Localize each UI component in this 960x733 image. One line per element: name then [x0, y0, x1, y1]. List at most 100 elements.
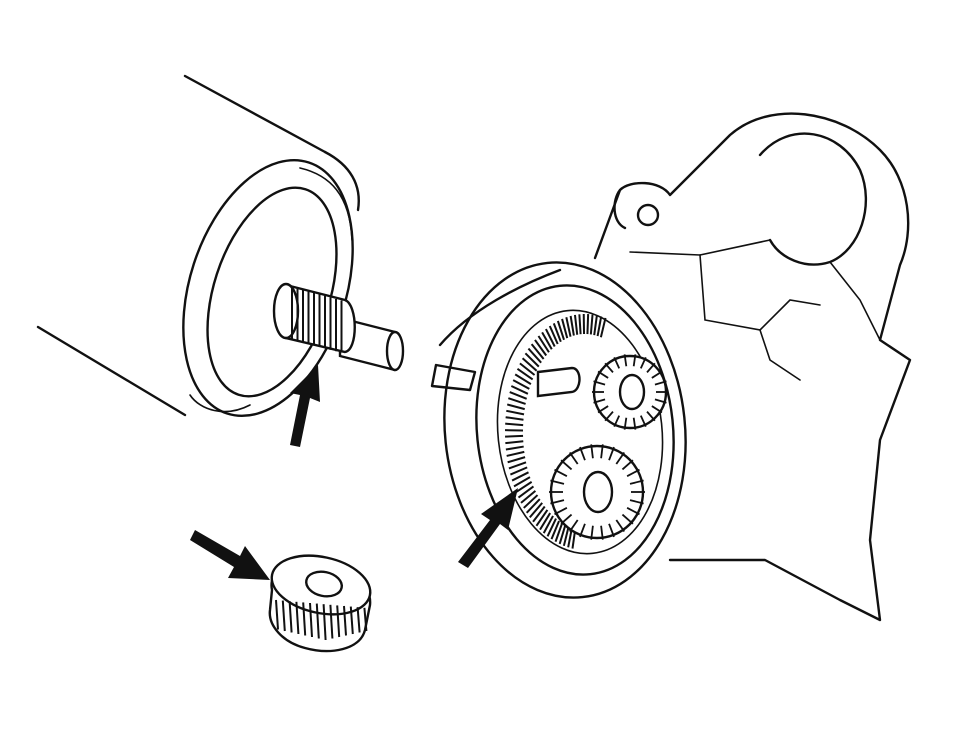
gear-tooth — [512, 379, 530, 390]
gear-tooth — [573, 314, 579, 335]
gear-tooth — [295, 601, 300, 635]
gear-tooth — [349, 606, 354, 635]
gear-tooth — [608, 523, 615, 538]
gear-tooth — [537, 335, 550, 353]
gear-tooth — [548, 325, 559, 345]
gear-tooth — [556, 320, 565, 341]
gear-tooth — [506, 403, 525, 411]
gear-tooth — [506, 450, 525, 457]
gear-tooth — [586, 314, 590, 335]
gear-tooth — [590, 525, 594, 540]
gear-tooth — [511, 471, 529, 482]
gear-tooth — [343, 605, 347, 636]
gear-tooth — [560, 459, 573, 471]
gear-tooth — [593, 398, 606, 404]
gear-tooth — [654, 380, 667, 386]
gear-tooth — [568, 451, 579, 465]
gear-tooth — [505, 422, 524, 427]
gear-tooth — [639, 415, 647, 427]
gear-tooth — [552, 322, 562, 343]
gear-tooth — [621, 459, 634, 471]
gear-tooth — [629, 479, 644, 485]
gear-tooth — [608, 446, 615, 461]
planet-gears — [536, 354, 668, 540]
gear-tooth — [561, 318, 569, 339]
gear-tooth — [356, 607, 361, 633]
gear-tooth — [514, 373, 532, 385]
gear-tooth — [508, 397, 526, 405]
gear-tooth — [509, 466, 528, 476]
gear-tooth — [515, 481, 533, 493]
gear-tooth — [524, 352, 540, 368]
gear-tooth — [542, 515, 554, 534]
sun-gear — [268, 554, 372, 653]
gear-tooth — [639, 357, 647, 369]
gear-tooth — [565, 317, 572, 337]
gear-tooth — [579, 523, 586, 538]
arrow-to-shaft-spline — [290, 365, 320, 447]
planet-gear-lower — [549, 444, 645, 540]
gear-tooth — [550, 479, 565, 485]
gear-tooth — [517, 485, 535, 499]
gear-tooth — [275, 599, 279, 630]
gear-tooth — [568, 519, 579, 533]
gear-tooth — [525, 498, 541, 514]
gear-tooth — [615, 451, 626, 465]
gear-tooth — [597, 405, 609, 414]
gear-tooth — [646, 411, 656, 422]
gear-tooth — [550, 520, 560, 540]
gear-tooth — [509, 391, 528, 400]
gear-tooth — [520, 490, 537, 504]
ring-gear — [430, 261, 687, 599]
gear-tooth — [309, 602, 313, 638]
motor-armature-housing — [36, 74, 360, 418]
gear-tooth — [646, 362, 656, 373]
gear-tooth — [505, 445, 524, 451]
gear-tooth — [521, 357, 538, 372]
gear-tooth — [315, 603, 320, 639]
gear-tooth — [558, 524, 567, 545]
gear-tooth — [593, 380, 606, 386]
gear-tooth — [506, 409, 525, 416]
planet-gear-upper — [592, 354, 668, 430]
gear-tooth — [505, 440, 524, 445]
gear-tooth — [550, 499, 565, 505]
gear-tooth — [604, 411, 614, 422]
arrow-to-sun-gear — [190, 530, 270, 580]
gear-tooth — [623, 417, 628, 430]
gear-tooth — [621, 513, 634, 525]
gear-tooth — [535, 509, 549, 527]
gear-tooth — [534, 339, 548, 357]
gear-tooth — [532, 505, 546, 523]
gear-tooth — [519, 362, 536, 376]
gear-tooth — [529, 502, 543, 519]
gear-tooth — [545, 328, 556, 347]
planetary-gear-housing — [593, 112, 912, 622]
gear-tooth — [363, 607, 368, 632]
gear-tooth — [505, 416, 524, 421]
gear-tooth — [505, 434, 524, 438]
gear-tooth — [541, 331, 553, 350]
gear-tooth — [554, 468, 568, 477]
arrow-to-ring-gear — [458, 488, 518, 568]
gear-tooth — [651, 405, 663, 414]
gear-tooth — [527, 347, 542, 364]
gear-tooth — [600, 444, 604, 459]
gear-tooth — [626, 507, 640, 516]
gear-tooth — [578, 314, 582, 335]
gear-tooth — [599, 317, 607, 338]
gear-tooth — [281, 600, 286, 632]
gear-tooth — [590, 444, 594, 459]
gear-tooth — [593, 315, 598, 336]
gear-tooth — [596, 316, 603, 337]
gear-tooth — [336, 605, 341, 638]
gear-tooth — [589, 314, 594, 335]
gear-tooth — [597, 370, 609, 379]
gear-tooth — [600, 525, 604, 540]
gear-tooth — [510, 385, 529, 395]
gear-tooth — [623, 354, 628, 367]
gear-tooth — [629, 499, 644, 505]
gear-tooth — [288, 601, 293, 633]
gear-tooth — [613, 415, 621, 427]
gear-tooth — [654, 398, 667, 404]
